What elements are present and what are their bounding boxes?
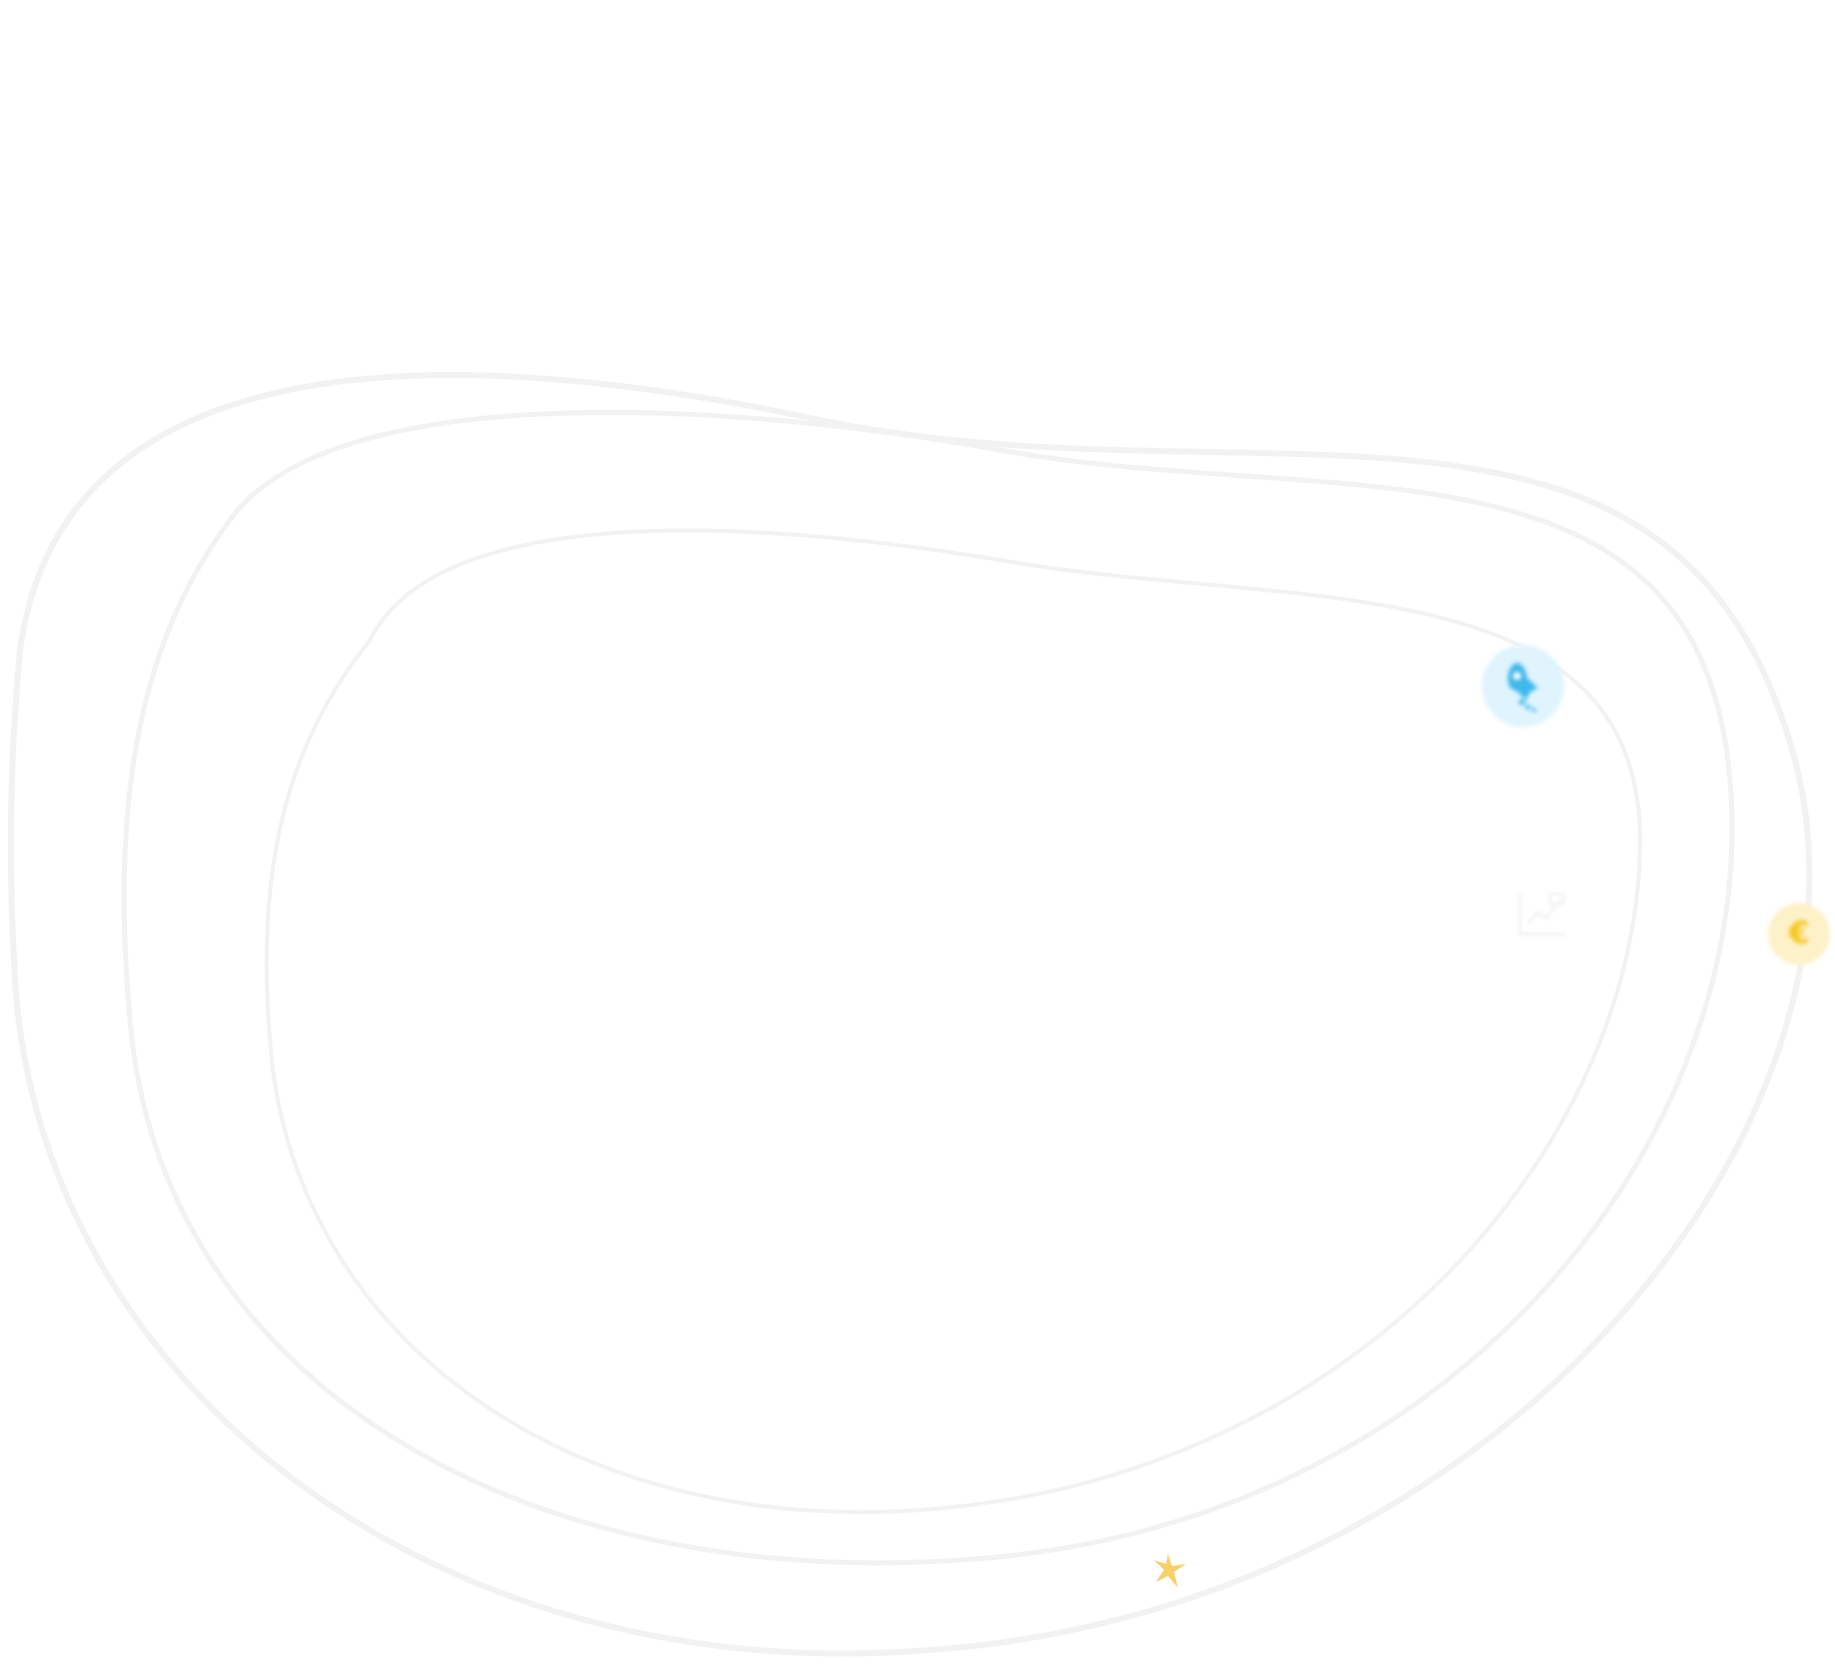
orbit-ring-inner (264, 528, 1643, 1515)
rocket-badge (1482, 645, 1564, 727)
euro-badge: € (1768, 903, 1830, 965)
orbit-ring-middle (121, 409, 1735, 1566)
rocket-icon (1507, 662, 1538, 712)
faint-chart-icon (1518, 892, 1566, 936)
orbit-ring-outer (7, 372, 1813, 1657)
euro-icon: € (1788, 916, 1810, 951)
sparkle-star-icon (1154, 1554, 1186, 1588)
